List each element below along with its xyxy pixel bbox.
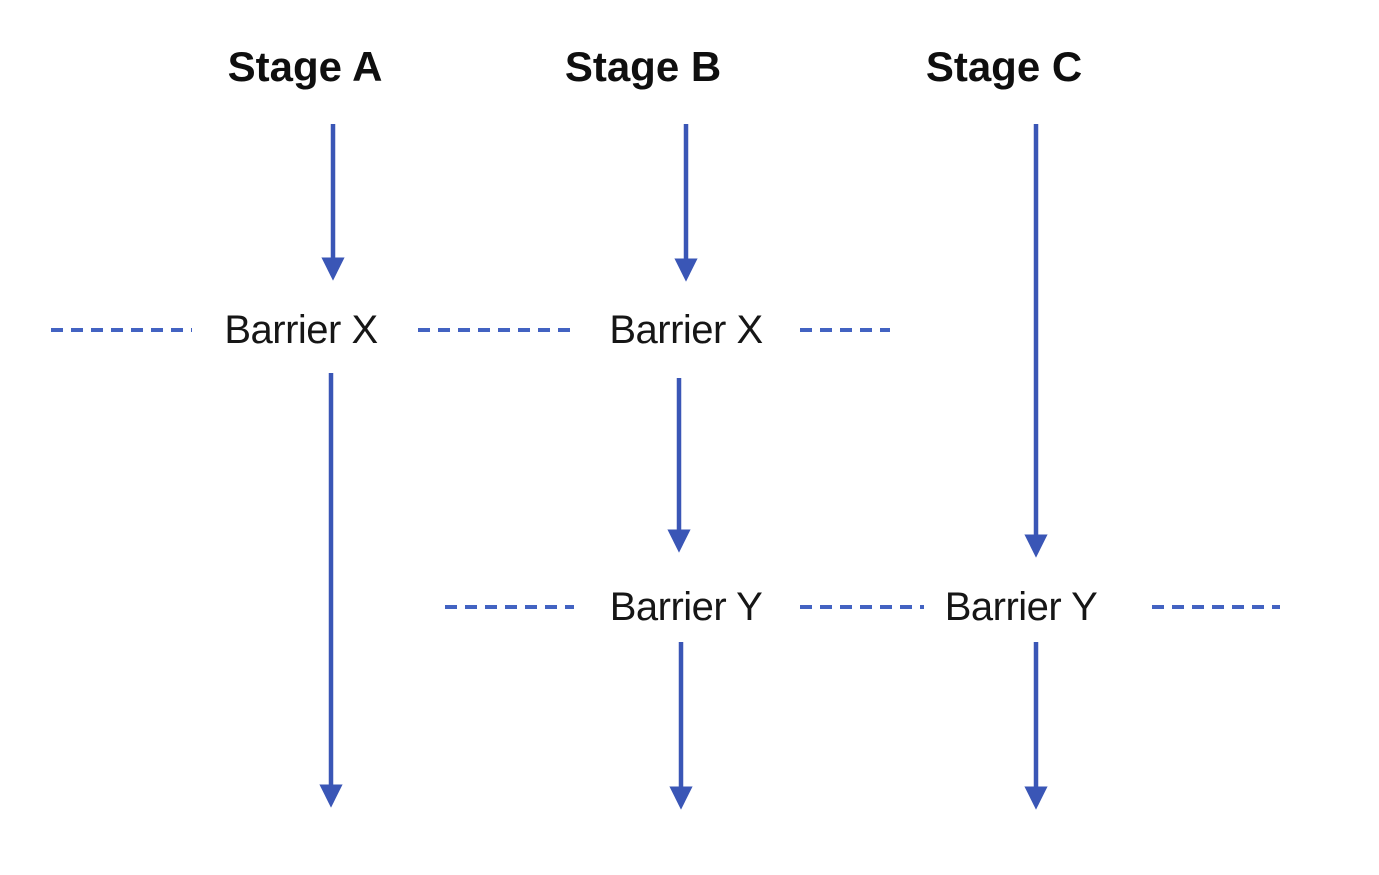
stage-a-label: Stage A: [227, 43, 383, 90]
stage-c-label: Stage C: [925, 43, 1083, 90]
barrier-y-label-stage-c: Barrier Y: [944, 585, 1098, 629]
barrier-x-label-stage-b: Barrier X: [609, 308, 763, 352]
barrier-dashed-lines: [51, 328, 1280, 609]
barrier-y-label-stage-b: Barrier Y: [609, 585, 763, 629]
flow-arrows: [319, 124, 1048, 810]
barrier-x-label-stage-a: Barrier X: [224, 308, 378, 352]
stage-b-label: Stage B: [564, 43, 722, 90]
